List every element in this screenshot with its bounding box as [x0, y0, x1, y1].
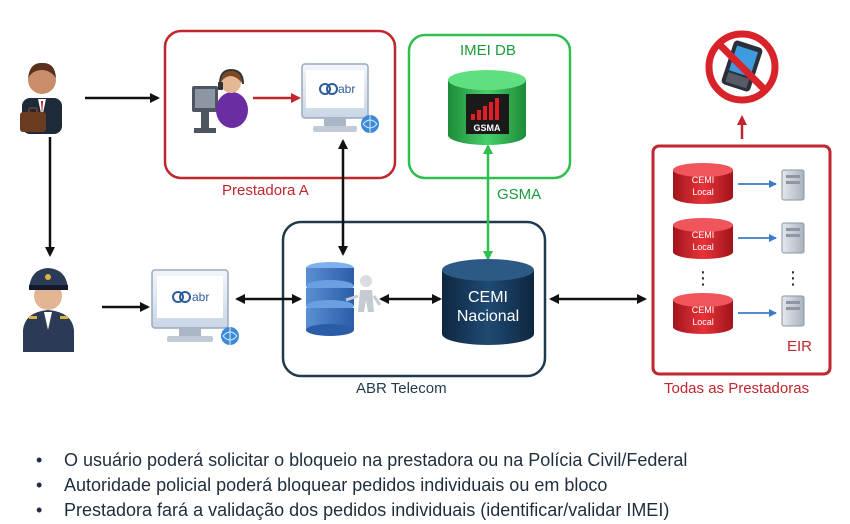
todas-prestadoras-label: Todas as Prestadoras	[664, 380, 810, 397]
eir-label: EIR	[787, 338, 813, 355]
bullet-item: O usuário poderá solicitar o bloqueio na…	[34, 448, 687, 473]
cemi-local-row-2: CEMI Local	[673, 218, 805, 259]
police-officer-icon	[23, 268, 74, 352]
bullet-item: Autoridade policial poderá bloquear pedi…	[34, 473, 687, 498]
blocked-phone-icon	[705, 30, 779, 104]
eir-server-icon	[781, 222, 805, 254]
abr-logo-text: abr	[338, 82, 355, 96]
cemi-nacional-label-line1: CEMI	[468, 289, 508, 306]
eir-server-icon	[781, 295, 805, 327]
gsma-database-icon: GSMA	[448, 70, 526, 145]
todas-prestadoras-box	[651, 144, 832, 376]
gsma-logo-text: GSMA	[474, 123, 502, 133]
bullet-item: Prestadora fará a validação dos pedidos …	[34, 498, 687, 523]
abr-logo-text-2: abr	[192, 290, 209, 304]
prestadora-a-label: Prestadora A	[222, 182, 309, 199]
abr-telecom-label: ABR Telecom	[356, 380, 447, 397]
abr-server-icon	[306, 262, 382, 336]
cemi-local-label: CEMI	[692, 305, 715, 315]
imei-db-label: IMEI DB	[460, 42, 516, 59]
gsma-label: GSMA	[497, 186, 542, 203]
ellipsis-left: ⋮	[694, 268, 712, 289]
cemi-local-row-1: CEMI Local	[673, 163, 805, 204]
prestadora-a-box	[163, 29, 397, 180]
user-icon	[20, 62, 62, 134]
cemi-local-label: Local	[692, 317, 714, 327]
eir-server-icon	[781, 169, 805, 201]
cemi-local-row-3: CEMI Local	[673, 293, 805, 334]
cemi-local-label: Local	[692, 187, 714, 197]
cemi-local-label: Local	[692, 242, 714, 252]
abr-system-icon-police: abr	[151, 269, 239, 345]
bullet-list: O usuário poderá solicitar o bloqueio na…	[34, 448, 687, 523]
attendant-icon	[192, 68, 248, 133]
cemi-local-label: CEMI	[692, 175, 715, 185]
ellipsis-right: ⋮	[784, 268, 802, 289]
cemi-nacional-database: CEMI Nacional	[442, 259, 534, 345]
cemi-nacional-label-line2: Nacional	[457, 308, 519, 325]
cemi-local-label: CEMI	[692, 230, 715, 240]
abr-system-icon-prestadora: abr	[301, 63, 379, 133]
